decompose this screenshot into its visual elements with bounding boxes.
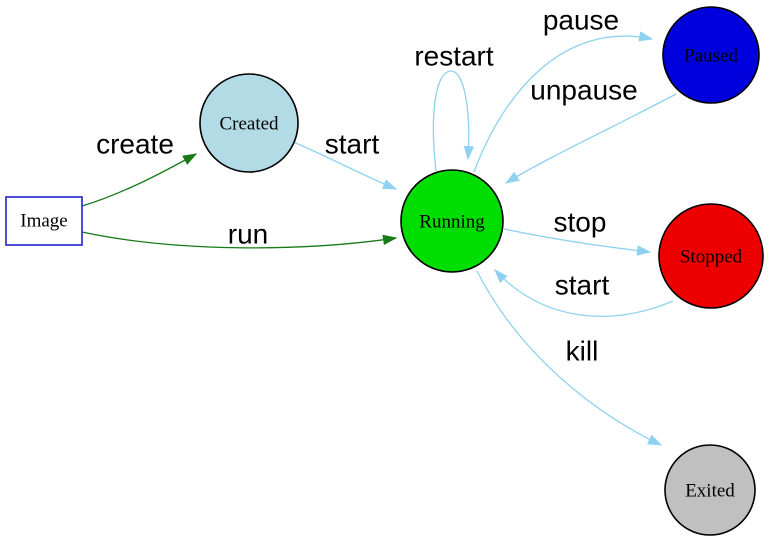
node-stopped: Stopped [658, 203, 764, 309]
node-paused-shape [662, 6, 760, 104]
node-image-label: Image [20, 211, 67, 232]
edge-start-again [494, 269, 674, 317]
node-image: Image [5, 196, 83, 246]
edge-label-start: start [325, 129, 380, 160]
node-exited-label: Exited [685, 481, 735, 502]
node-created-label: Created [219, 114, 279, 135]
edge-run [81, 231, 398, 249]
edge-restart-self-loop [432, 70, 475, 172]
node-running-shape [400, 169, 504, 273]
edge-kill [476, 270, 663, 446]
edge-label-restart: restart [414, 41, 494, 72]
edge-label-start-again: start [555, 270, 610, 301]
node-paused-label: Paused [684, 46, 738, 67]
node-running-label: Running [419, 212, 485, 233]
edge-label-create: create [96, 129, 174, 160]
node-created: Created [199, 73, 299, 173]
node-stopped-shape [658, 203, 764, 309]
node-exited-shape [664, 444, 756, 536]
edge-label-unpause: unpause [530, 75, 637, 106]
edge-pause [473, 31, 654, 173]
node-paused: Paused [662, 6, 760, 104]
node-image-shape [5, 196, 83, 246]
node-running: Running [400, 169, 504, 273]
edge-label-kill: kill [566, 336, 599, 367]
edge-label-run: run [228, 219, 268, 250]
edge-label-stop: stop [554, 207, 607, 238]
edge-label-pause: pause [543, 5, 619, 36]
node-created-shape [199, 73, 299, 173]
edge-start [290, 140, 398, 190]
edge-unpause [504, 93, 677, 184]
edge-create [81, 153, 198, 207]
node-exited: Exited [664, 444, 756, 536]
edge-stop [503, 228, 652, 256]
node-stopped-label: Stopped [680, 247, 743, 268]
